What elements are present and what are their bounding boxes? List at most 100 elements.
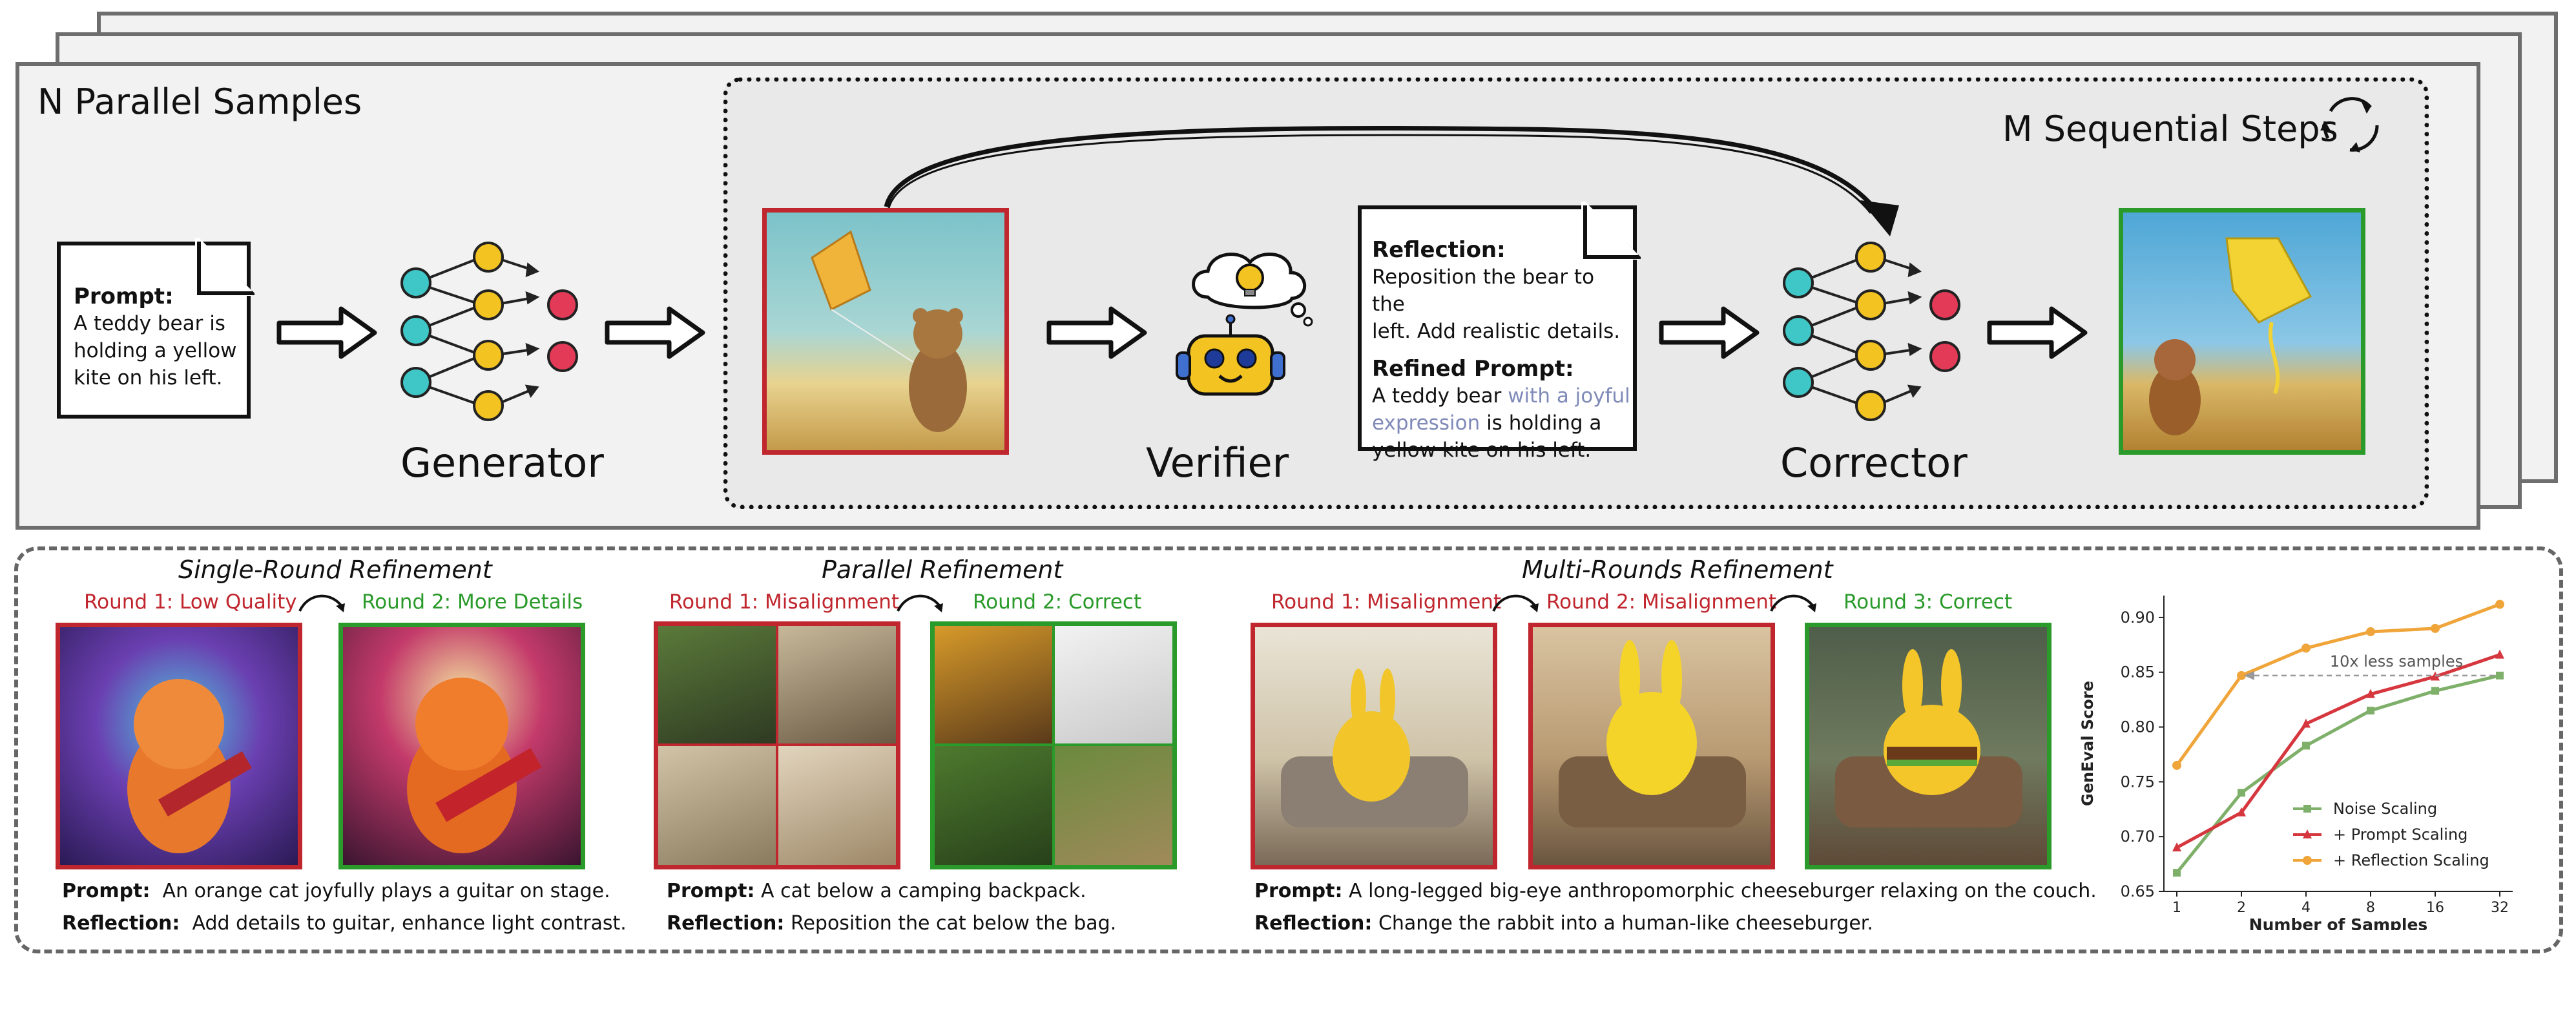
backpack-grid-round2 <box>930 621 1177 869</box>
chart-legend-label-1: + Prompt Scaling <box>2333 826 2467 844</box>
refined-line-3: yellow kite on his left. <box>1372 439 1592 462</box>
chart-point <box>2366 689 2375 698</box>
multi-round3-label: Round 3: Correct <box>1844 590 2013 614</box>
chart-legend-marker <box>2303 856 2312 865</box>
chart-y-tick-label: 0.85 <box>2121 663 2155 681</box>
chart-y-tick-label: 0.75 <box>2121 773 2155 791</box>
parallel-reflection-text: Reposition the cat below the bag. <box>790 912 1117 935</box>
chart-y-tick-label: 0.90 <box>2121 608 2155 627</box>
chart-series-line-1 <box>2176 653 2500 849</box>
chart-y-tick-label: 0.80 <box>2121 718 2155 736</box>
prompt-note-fold <box>195 238 254 296</box>
parallel-reflection-label: Reflection: <box>667 912 785 935</box>
chart-x-label: Number of Samples <box>2249 915 2428 930</box>
multi-prompt-text: A long-legged big-eye anthropomorphic ch… <box>1349 880 2097 902</box>
chart-y-label: GenEval Score <box>2079 681 2097 806</box>
prompt-note-line-3: kite on his left. <box>74 366 223 390</box>
parallel-curve-arrow <box>897 594 943 612</box>
chart-annotation-arrowhead <box>2244 670 2254 680</box>
parallel-prompt-text: A cat below a camping backpack. <box>761 880 1086 902</box>
reflection-title: Reflection: <box>1372 237 1506 263</box>
chart-point <box>2301 718 2311 728</box>
refined-line1-a: A teddy bear <box>1372 384 1508 408</box>
reflection-line-1: Reposition the bear to the <box>1372 265 1595 316</box>
chart-point <box>2431 623 2440 633</box>
multi-reflection-label: Reflection: <box>1254 912 1373 935</box>
parallel-reflection-caption: Reflection: Reposition the cat below the… <box>667 912 1116 935</box>
single-reflection-label: Reflection: <box>62 912 180 935</box>
multi-title: Multi-Rounds Refinement <box>1522 556 1833 584</box>
chart-x-tick-label: 32 <box>2491 900 2509 916</box>
feedback-curve-arrow <box>884 125 1899 236</box>
parallel-prompt-caption: Prompt: A cat below a camping backpack. <box>667 880 1086 902</box>
corrector-network-icon <box>1783 242 1960 421</box>
chart-annotation-label: 10x less samples <box>2330 652 2463 670</box>
refined-line2-a: expression <box>1372 411 1480 435</box>
chart-point <box>2237 807 2246 816</box>
chart-x-tick-label: 1 <box>2172 900 2181 916</box>
single-round2-label: Round 2: More Details <box>362 590 583 614</box>
chart-x-tick-label: 2 <box>2237 900 2246 916</box>
parallel-round2-label: Round 2: Correct <box>973 590 1142 614</box>
single-reflection-text: Add details to guitar, enhance light con… <box>192 912 627 935</box>
chart-point <box>2495 599 2504 609</box>
prompt-note-title: Prompt: <box>74 284 174 309</box>
multi-curve-arrow-1 <box>1492 594 1539 612</box>
chart-legend-marker <box>2303 829 2312 838</box>
arrow-to-corrector <box>1659 306 1760 359</box>
reflection-line-2: left. Add realistic details. <box>1372 320 1621 343</box>
prompt-note-line-2: holding a yellow <box>74 339 237 362</box>
single-round-curve-arrow <box>298 594 345 612</box>
chart-legend-label-2: + Reflection Scaling <box>2333 851 2489 869</box>
refresh-cycle-icon <box>2320 97 2379 152</box>
reflection-note: Reflection: Reposition the bear to the l… <box>1358 205 1637 462</box>
generator-network-icon <box>400 242 578 421</box>
single-prompt-caption: Prompt: An orange cat joyfully plays a g… <box>62 880 610 902</box>
prompt-note: Prompt: A teddy bear is holding a yellow… <box>57 242 251 419</box>
chart-series-line-2 <box>2175 603 2500 767</box>
couch-image-round1 <box>1251 623 1497 869</box>
chart-x-tick-label: 8 <box>2366 900 2375 916</box>
multi-round1-label: Round 1: Misalignment <box>1271 590 1502 614</box>
chart-point <box>2495 649 2504 659</box>
chart-legend-label-0: Noise Scaling <box>2333 800 2437 818</box>
chart-x-tick-label: 16 <box>2426 900 2444 916</box>
backpack-grid-round1 <box>654 621 900 869</box>
multi-reflection-text: Change the rabbit into a human-like chee… <box>1378 912 1873 935</box>
kite-image-final <box>2119 208 2365 455</box>
multi-prompt-caption: Prompt: A long-legged big-eye anthropomo… <box>1254 880 2097 902</box>
parallel-prompt-label: Prompt: <box>667 880 755 902</box>
multi-round2-label: Round 2: Misalignment <box>1546 590 1777 614</box>
chart-series-line-0 <box>2176 674 2500 874</box>
verifier-label: Verifier <box>1146 439 1289 486</box>
couch-image-round2 <box>1528 623 1775 869</box>
chart-point <box>2431 687 2439 695</box>
chart-x-tick-label: 4 <box>2301 900 2311 916</box>
couch-image-round3 <box>1805 623 2051 869</box>
refined-prompt-title: Refined Prompt: <box>1372 356 1574 382</box>
chart-legend-marker <box>2303 805 2311 813</box>
chart-point <box>2238 789 2245 797</box>
chart-point <box>2237 670 2246 680</box>
single-prompt-text: An orange cat joyfully plays a guitar on… <box>162 880 610 902</box>
arrow-to-final <box>1987 306 2088 359</box>
chart-point <box>2366 627 2375 636</box>
parallel-title: Parallel Refinement <box>822 556 1063 584</box>
arrow-to-verifier <box>1046 306 1147 359</box>
n-parallel-label: N Parallel Samples <box>37 81 362 122</box>
kite-image-round1 <box>762 208 1009 455</box>
multi-reflection-caption: Reflection: Change the rabbit into a hum… <box>1254 912 1873 935</box>
multi-prompt-label: Prompt: <box>1254 880 1343 902</box>
chart-y-tick-label: 0.70 <box>2121 827 2155 846</box>
parallel-round1-label: Round 1: Misalignment <box>669 590 900 614</box>
chart-point <box>2172 842 2181 852</box>
cat-guitar-round2 <box>338 623 585 869</box>
chart-point <box>2301 643 2311 653</box>
reflection-note-fold <box>1581 202 1641 260</box>
chart-point <box>2173 869 2181 877</box>
chart-y-tick-label: 0.65 <box>2121 882 2155 900</box>
refined-line1-b: with a joyful <box>1508 384 1630 408</box>
arrow-to-generator <box>276 306 377 359</box>
chart-point <box>2302 742 2310 750</box>
